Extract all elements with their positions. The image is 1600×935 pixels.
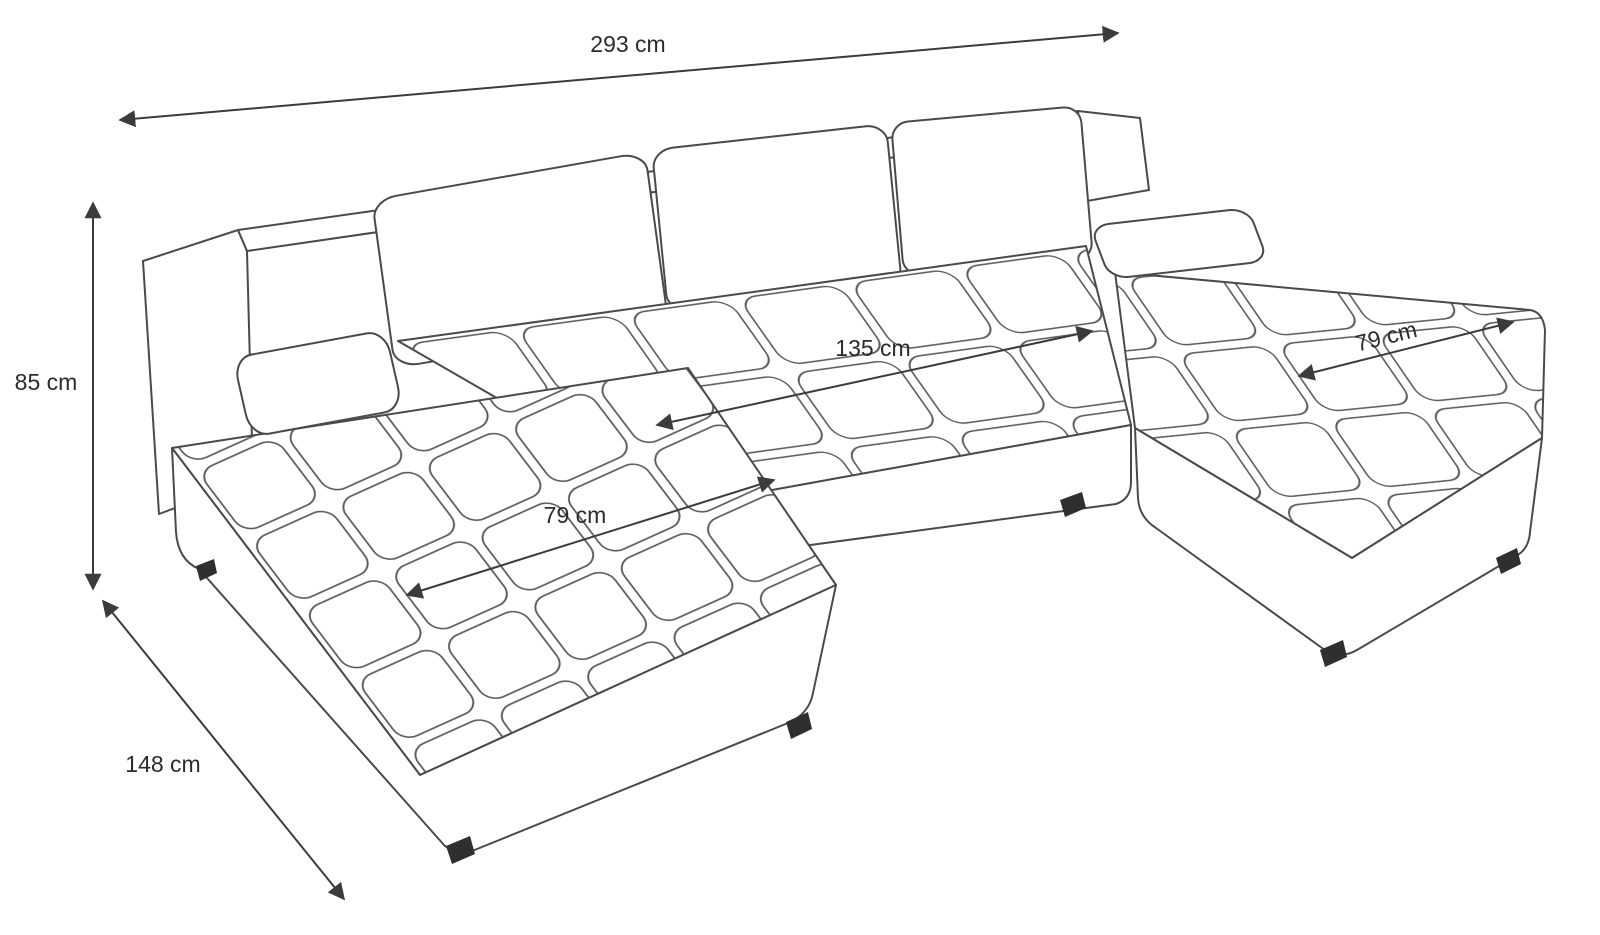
sofa-foot [446,836,475,864]
dim-label-total-width: 293 cm [590,31,665,57]
sofa-feet [196,492,1521,864]
dim-arrow-total-width [118,25,1120,128]
dim-arrow-middle-seat-width [655,325,1094,431]
back-right-block [1077,110,1150,202]
dim-label-chaise-depth: 148 cm [125,751,200,777]
right-chaise [1090,208,1546,656]
sofa-foot [1060,492,1086,517]
sofa-foot [1320,640,1347,667]
sofa-foot [1496,548,1521,574]
dim-label-height: 85 cm [15,369,78,395]
sofa-foot [196,559,217,581]
dim-arrow-chaise-depth [101,599,346,901]
dim-label-left-chaise-width: 79 cm [544,502,607,528]
dim-arrow-left-chaise-width [405,476,776,599]
sofa-drawing [143,106,1546,864]
armrest-pillow-left [233,330,403,437]
dim-arrow-right-chaise-width [1297,317,1515,381]
dim-label-middle-seat-width: 135 cm [835,335,910,361]
sofa-foot [786,712,812,739]
armrest-pillow-right [1090,208,1268,279]
